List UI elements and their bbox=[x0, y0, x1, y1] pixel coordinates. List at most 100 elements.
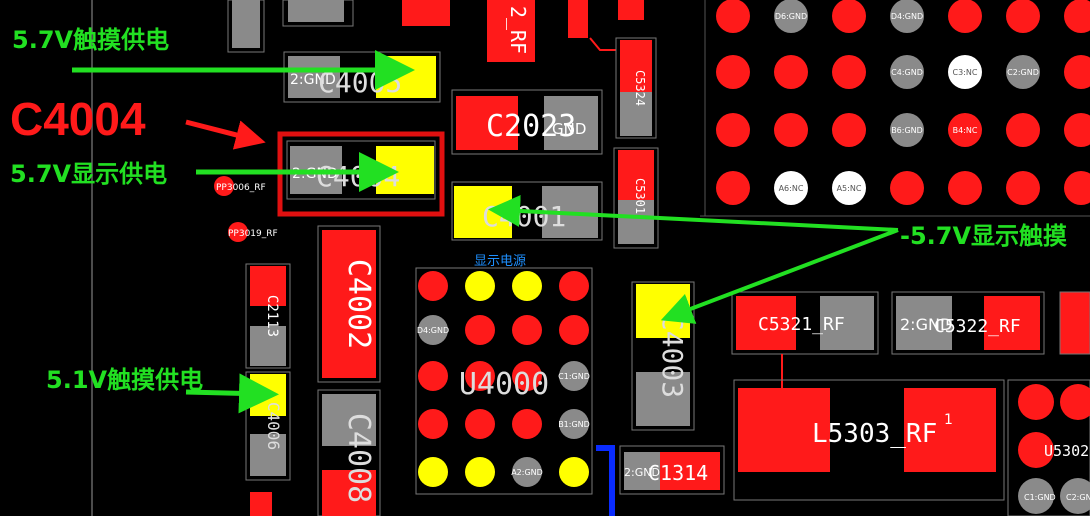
label-c4003: C4003 bbox=[656, 314, 689, 398]
bga-ball bbox=[948, 0, 982, 33]
pad-bottom-left bbox=[250, 492, 272, 516]
bga-ball bbox=[465, 361, 495, 391]
label-touch-51: 5.1V触摸供电 bbox=[46, 366, 204, 394]
bga-ball-net: A6:NC bbox=[779, 184, 804, 193]
bga-ball bbox=[890, 113, 924, 147]
component-top-left-2 bbox=[282, 0, 354, 27]
bga-ball-net: C3:NC bbox=[953, 68, 978, 77]
label-touch-57: 5.7V触摸供电 bbox=[12, 26, 170, 54]
bga-ball bbox=[1064, 0, 1090, 33]
bga-ball bbox=[559, 271, 589, 301]
label-c1314: C1314 bbox=[648, 461, 708, 485]
bga-ball bbox=[948, 113, 982, 147]
bga-ball bbox=[559, 361, 589, 391]
bga-ball bbox=[465, 271, 495, 301]
component-c5321: C5321_RF bbox=[731, 291, 879, 388]
label-display-power: 显示电源 bbox=[474, 254, 527, 269]
bga-ball bbox=[418, 457, 448, 487]
label-c5301: C5301 bbox=[633, 178, 647, 214]
label-pp3006: PP3006_RF bbox=[216, 183, 266, 193]
bga-ball-net: D4:GND bbox=[891, 12, 923, 21]
label-disp-touch-57: -5.7V显示触摸 bbox=[900, 222, 1068, 250]
bga-ball bbox=[832, 171, 866, 205]
bga-ball bbox=[465, 409, 495, 439]
net-gnd-c2023: GND bbox=[552, 120, 586, 138]
label-c4004-callout: C4004 bbox=[10, 93, 146, 145]
bga-ball bbox=[512, 315, 542, 345]
bga-ball bbox=[1006, 113, 1040, 147]
bga-ball-net: A2:GND bbox=[511, 468, 543, 477]
label-c4006: C4006 bbox=[264, 402, 283, 450]
label-c4008: C4008 bbox=[341, 413, 376, 503]
component-c5301: C5301 bbox=[613, 147, 659, 249]
label-c4004: C4004 bbox=[316, 160, 400, 193]
net-c2gnd-u5302: C2:GND bbox=[1066, 493, 1090, 502]
bga-ball bbox=[418, 409, 448, 439]
bga-ball bbox=[559, 409, 589, 439]
arrow-disp-touch-to-c4003 bbox=[660, 228, 899, 324]
net-2gnd-c1314: 2:GND bbox=[624, 466, 660, 479]
bga-ball bbox=[1064, 113, 1090, 147]
bga-ball-net: D6:GND bbox=[775, 12, 807, 21]
bga-ball bbox=[716, 55, 750, 89]
bga-ball bbox=[559, 457, 589, 487]
component-2-rf: 2_RF bbox=[487, 0, 535, 62]
component-c4002: C4002 bbox=[317, 225, 381, 383]
label-c5322: C5322_RF bbox=[934, 316, 1021, 337]
label-c5321: C5321_RF bbox=[758, 314, 845, 335]
component-c2113: C2113 bbox=[245, 263, 291, 369]
label-c2023: C2023 bbox=[486, 109, 576, 144]
label-c5324: C5324 bbox=[633, 70, 647, 106]
bga-ball bbox=[1064, 171, 1090, 205]
bga-ball bbox=[465, 315, 495, 345]
component-c4006: C4006 bbox=[245, 371, 291, 481]
testpoint-pp3019 bbox=[228, 222, 248, 242]
pad-top-red bbox=[402, 0, 450, 26]
bga-ball bbox=[418, 315, 448, 345]
bga-ball bbox=[774, 113, 808, 147]
component-c1314: 2:GND C1314 bbox=[619, 445, 725, 495]
arrow-disp-touch-to-c4001 bbox=[488, 195, 899, 232]
blue-trace bbox=[596, 445, 615, 516]
bga-ball-net: B6:GND bbox=[891, 126, 923, 135]
bga-ball-net: B4:NC bbox=[953, 126, 978, 135]
bga-ball bbox=[832, 55, 866, 89]
bga-ball bbox=[1006, 171, 1040, 205]
bga-ball bbox=[774, 55, 808, 89]
bga-ball bbox=[1006, 55, 1040, 89]
label-display-57: 5.7V显示供电 bbox=[10, 160, 168, 188]
component-u5302: U5302 C1:GND C2:GND bbox=[1007, 379, 1090, 516]
bga-ball bbox=[832, 0, 866, 33]
label-u5302: U5302 bbox=[1044, 442, 1089, 460]
bga-ball bbox=[1006, 0, 1040, 33]
bga-ball bbox=[774, 0, 808, 33]
bga-ball bbox=[890, 55, 924, 89]
pad-rf-top bbox=[618, 0, 644, 20]
component-c5322: 2:GND C5322_RF bbox=[891, 291, 1045, 355]
bga-ball bbox=[559, 315, 589, 345]
label-c4001: C4001 bbox=[482, 200, 566, 233]
pad-right-edge bbox=[1059, 291, 1090, 355]
bga-ball bbox=[465, 457, 495, 487]
bga-ball bbox=[512, 361, 542, 391]
net-2gnd-c5322: 2:GND bbox=[900, 315, 952, 334]
bga-ball bbox=[890, 0, 924, 33]
component-l5303: L5303_RF 1 bbox=[733, 379, 1005, 501]
testpoint-pp3006 bbox=[214, 176, 234, 196]
bga-ball bbox=[890, 171, 924, 205]
bga-ball bbox=[512, 457, 542, 487]
component-top-left-1 bbox=[227, 0, 265, 53]
component-c4005: 2:GND C4005 bbox=[283, 51, 441, 103]
bga-ball bbox=[418, 271, 448, 301]
net-c1gnd-u5302: C1:GND bbox=[1024, 493, 1056, 502]
net-2gnd-c4005: 2:GND bbox=[290, 72, 336, 88]
bga-ball-net: C2:GND bbox=[1007, 68, 1039, 77]
label-l5303: L5303_RF bbox=[812, 419, 937, 449]
bga-ball bbox=[418, 361, 448, 391]
bga-ball bbox=[512, 409, 542, 439]
arrow-touch-51 bbox=[185, 373, 279, 414]
bga-ball bbox=[716, 0, 750, 33]
